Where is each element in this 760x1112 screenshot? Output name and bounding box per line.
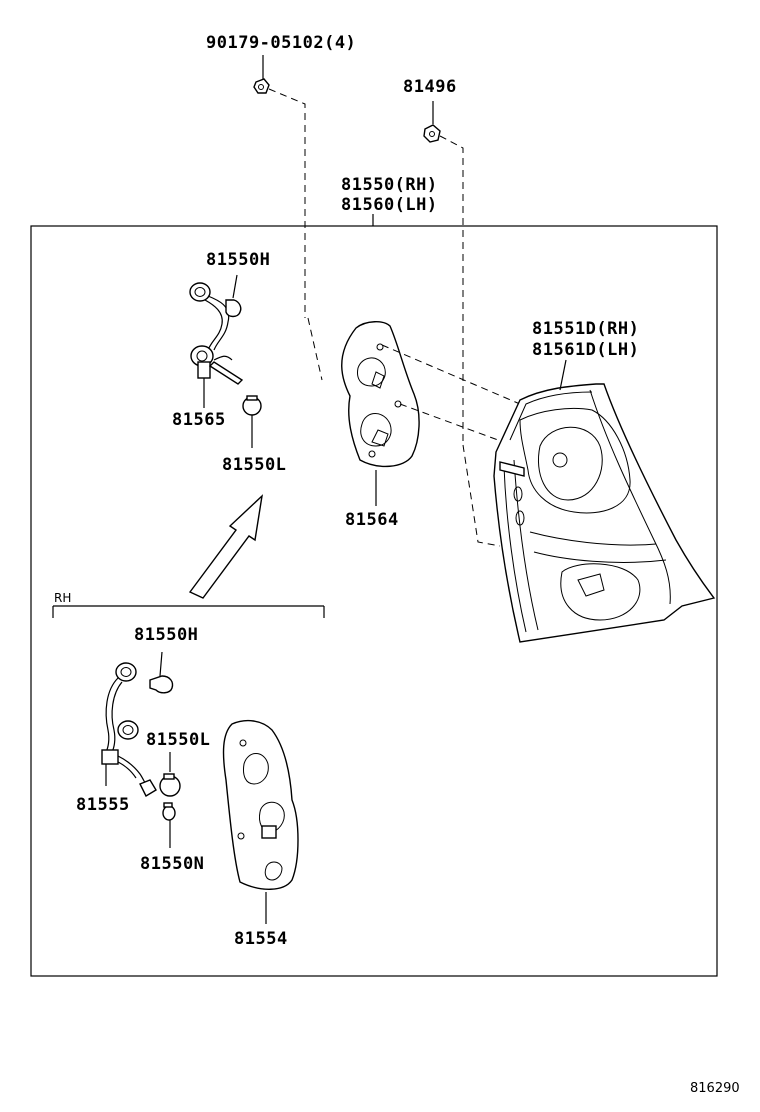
label-bulb-h-top: 81550H: [206, 250, 270, 270]
label-lens-lh: 81561D(LH): [532, 340, 639, 360]
label-bulb-h-bottom: 81550H: [134, 625, 198, 645]
upper-gasket: [307, 317, 521, 547]
lower-gasket: [222, 719, 299, 924]
direction-arrow: [188, 494, 264, 599]
label-screw: 90179-05102(4): [206, 33, 356, 53]
label-assembly-rh: 81550(RH): [341, 175, 438, 195]
label-bulb-l-top: 81550L: [222, 455, 286, 475]
label-gasket-bottom: 81554: [234, 929, 288, 949]
upper-socket-harness: [189, 274, 262, 448]
label-lens-rh: 81551D(RH): [532, 319, 639, 339]
label-bulb-n: 81550N: [140, 854, 204, 874]
label-gasket: 81564: [345, 510, 399, 530]
label-rh-note: RH: [54, 591, 71, 605]
label-bulb-l-bottom: 81550L: [146, 730, 210, 750]
rh-bracket: [52, 605, 325, 618]
label-socket-top: 81565: [172, 410, 226, 430]
lens-assembly: [493, 359, 716, 643]
label-socket-bottom: 81555: [76, 795, 130, 815]
assembly-frame: [30, 225, 718, 977]
screw-part: [253, 55, 306, 318]
label-clip: 81496: [403, 77, 457, 97]
label-assembly-lh: 81560(LH): [341, 195, 438, 215]
lower-socket-harness: [101, 651, 181, 848]
figure-code: 816290: [690, 1081, 740, 1096]
clip-part: [423, 101, 464, 445]
